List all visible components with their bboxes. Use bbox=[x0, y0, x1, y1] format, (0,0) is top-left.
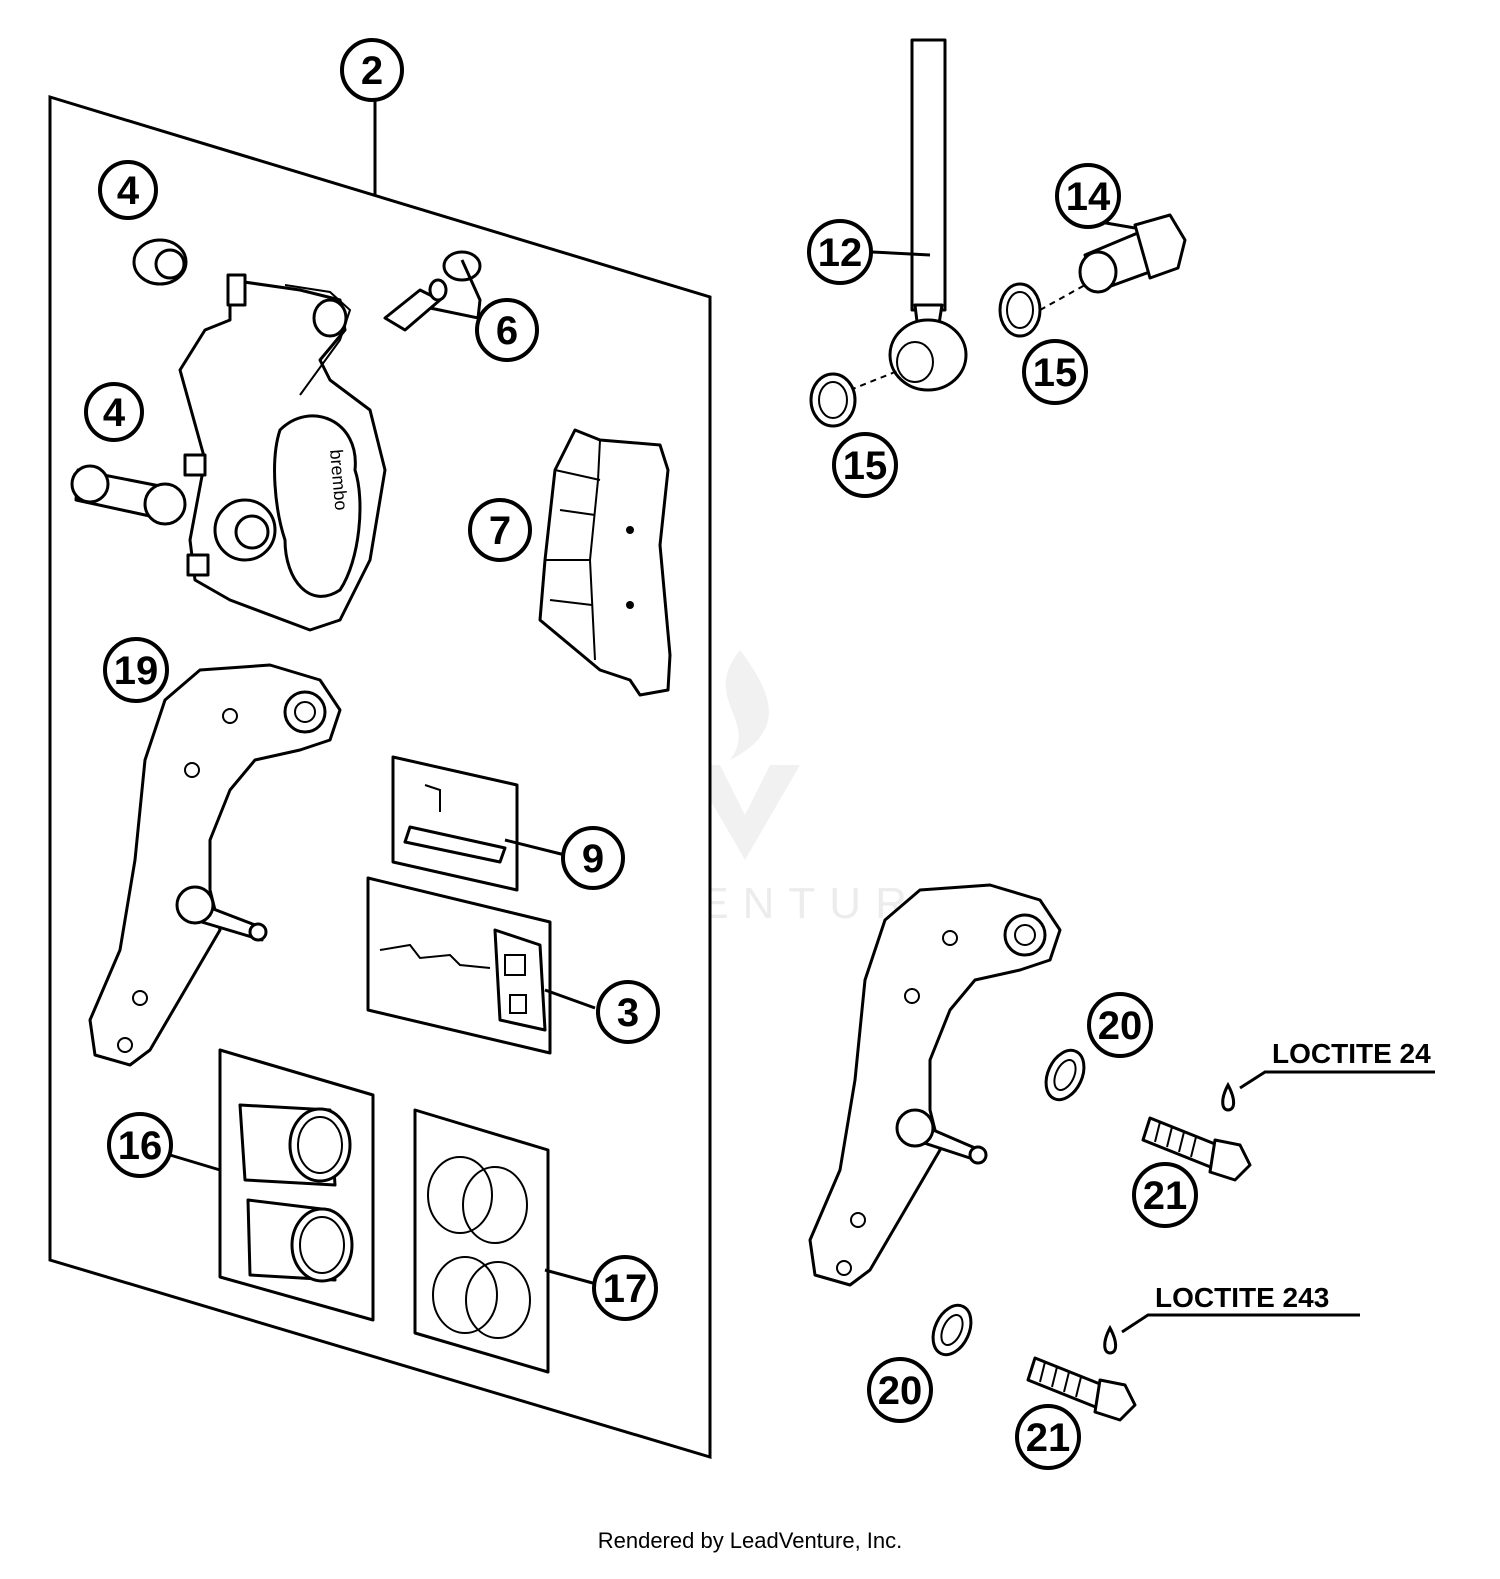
svg-text:12: 12 bbox=[818, 231, 863, 275]
watermark-flame-icon bbox=[725, 650, 769, 760]
leader-3 bbox=[544, 988, 596, 1010]
leader-17 bbox=[544, 1268, 601, 1287]
callout-4-upper[interactable]: 4 bbox=[98, 160, 158, 220]
seal-kit-card[interactable] bbox=[413, 1108, 550, 1374]
svg-text:15: 15 bbox=[843, 444, 888, 488]
svg-text:4: 4 bbox=[117, 169, 140, 213]
mounting-bolt-lower-part[interactable] bbox=[1026, 1356, 1137, 1422]
svg-text:14: 14 bbox=[1066, 175, 1111, 219]
banjo-bolt-part[interactable] bbox=[1078, 213, 1187, 294]
svg-text:15: 15 bbox=[1033, 351, 1078, 395]
callout-14[interactable]: 14 bbox=[1055, 163, 1121, 229]
svg-text:7: 7 bbox=[489, 509, 511, 553]
footer-credit: Rendered by LeadVenture, Inc. bbox=[597, 1528, 903, 1553]
loctite-leader-lower bbox=[1121, 1313, 1360, 1334]
leader-9 bbox=[504, 838, 566, 857]
watermark-v-icon bbox=[690, 765, 800, 860]
svg-text:6: 6 bbox=[496, 309, 518, 353]
copper-washer-upper-part[interactable] bbox=[998, 282, 1042, 338]
svg-text:4: 4 bbox=[103, 391, 126, 435]
callout-15-left[interactable]: 15 bbox=[832, 432, 898, 498]
loctite-drop-lower-icon bbox=[1103, 1324, 1118, 1355]
callout-16[interactable]: 16 bbox=[107, 1112, 173, 1178]
leader-16 bbox=[169, 1153, 221, 1172]
svg-text:3: 3 bbox=[617, 991, 639, 1035]
leader-12 bbox=[871, 250, 931, 257]
loctite-note-lower: LOCTITE 243 bbox=[1155, 1282, 1329, 1313]
callout-20-lower[interactable]: 20 bbox=[867, 1357, 933, 1423]
svg-text:2: 2 bbox=[361, 49, 383, 93]
washer-lower-part[interactable] bbox=[926, 1299, 979, 1360]
loctite-drop-upper-icon bbox=[1221, 1081, 1236, 1112]
callout-15-right[interactable]: 15 bbox=[1022, 339, 1088, 405]
caliper-bracket-part[interactable] bbox=[88, 663, 342, 1067]
guide-pin-part[interactable] bbox=[70, 464, 187, 526]
loctite-leader-upper bbox=[1239, 1070, 1435, 1090]
callout-6[interactable]: 6 bbox=[475, 298, 539, 362]
callout-9[interactable]: 9 bbox=[561, 826, 625, 890]
callout-2[interactable]: 2 bbox=[340, 38, 404, 102]
copper-washer-lower-part[interactable] bbox=[809, 372, 857, 428]
brake-caliper-part[interactable]: brembo bbox=[178, 273, 387, 632]
callout-4-lower[interactable]: 4 bbox=[84, 382, 144, 442]
caliper-bracket-standalone-part[interactable] bbox=[808, 883, 1062, 1287]
leader-6 bbox=[429, 259, 482, 320]
svg-text:16: 16 bbox=[118, 1124, 163, 1168]
svg-text:19: 19 bbox=[114, 649, 159, 693]
svg-text:17: 17 bbox=[603, 1267, 648, 1311]
callout-21-upper[interactable]: 21 bbox=[1132, 1162, 1198, 1228]
callout-21-lower[interactable]: 21 bbox=[1015, 1404, 1081, 1470]
svg-text:21: 21 bbox=[1026, 1416, 1071, 1460]
mounting-bolt-upper-part[interactable] bbox=[1141, 1116, 1252, 1182]
svg-text:20: 20 bbox=[1098, 1004, 1143, 1048]
callout-7[interactable]: 7 bbox=[468, 498, 532, 562]
callout-3[interactable]: 3 bbox=[596, 980, 660, 1044]
bleeder-valve-part[interactable] bbox=[383, 250, 482, 332]
spring-kit-card[interactable] bbox=[366, 876, 552, 1055]
axis-line-upper bbox=[1039, 284, 1086, 311]
pin-kit-card[interactable] bbox=[391, 755, 519, 892]
callout-20-upper[interactable]: 20 bbox=[1087, 992, 1153, 1058]
bushing-part[interactable] bbox=[132, 238, 188, 286]
callout-12[interactable]: 12 bbox=[807, 219, 873, 285]
svg-text:9: 9 bbox=[582, 837, 604, 881]
piston-kit-card[interactable] bbox=[218, 1048, 375, 1322]
brake-pads-part[interactable] bbox=[538, 428, 672, 697]
brake-line-part[interactable] bbox=[888, 38, 968, 392]
svg-text:21: 21 bbox=[1143, 1174, 1188, 1218]
washer-upper-part[interactable] bbox=[1039, 1044, 1092, 1105]
callout-19-kit[interactable]: 19 bbox=[103, 637, 169, 703]
axis-line-lower bbox=[849, 369, 901, 391]
callout-17[interactable]: 17 bbox=[592, 1255, 658, 1321]
svg-text:20: 20 bbox=[878, 1369, 923, 1413]
loctite-note-upper: LOCTITE 24 bbox=[1272, 1038, 1431, 1069]
